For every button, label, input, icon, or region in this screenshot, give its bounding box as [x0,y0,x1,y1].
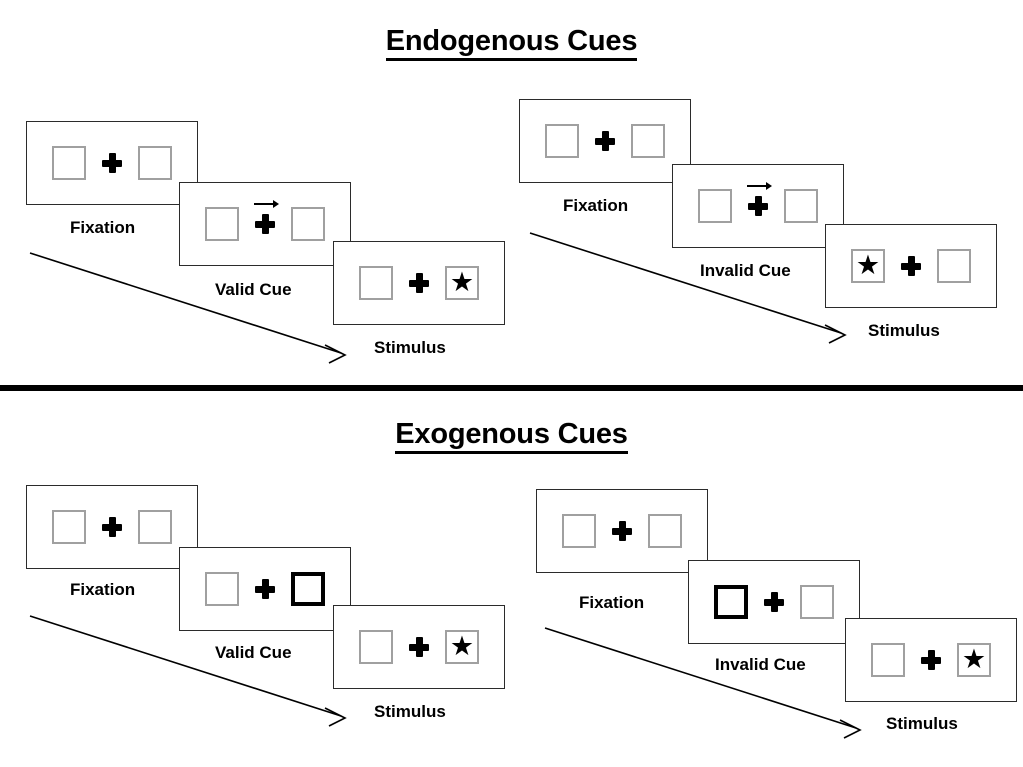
plus-fixation-icon [102,153,122,173]
caption-exogenous-invalid-stimulus: Stimulus [886,714,958,733]
stimulus-row [52,146,172,180]
arrow-right-icon [254,200,279,208]
caption-exogenous-valid-fixation: Fixation [70,580,136,599]
plus-fixation-icon [921,650,941,670]
plus-fixation-icon [901,256,921,276]
plus-fixation-icon [595,131,615,151]
placeholder-box-left [545,124,579,158]
stimulus-row [205,200,325,241]
section-title-endogenous-text: Endogenous Cues [385,25,637,61]
plus-fixation-icon [747,182,772,216]
plus-fixation-icon [764,592,784,612]
placeholder-box-right [800,585,834,619]
placeholder-box-left [562,514,596,548]
placeholder-box-right [937,249,971,283]
placeholder-box-left [52,146,86,180]
stimulus-row [714,585,834,619]
panel-exogenous-valid-cue [179,547,351,631]
caption-endogenous-invalid-cue: Invalid Cue [700,261,791,280]
placeholder-box-left [359,630,393,664]
stimulus-row: ★ [871,643,991,677]
plus-fixation-icon [612,521,632,541]
panel-endogenous-invalid-fixation [519,99,691,183]
placeholder-box-right [784,189,818,223]
star-icon: ★ [855,249,881,280]
section-divider [0,385,1023,391]
stimulus-row [545,124,665,158]
caption-exogenous-valid-cue: Valid Cue [215,643,292,662]
panel-exogenous-invalid-cue [688,560,860,644]
target-box-right: ★ [445,630,479,664]
plus-fixation-icon [409,637,429,657]
plus-fixation-icon [255,579,275,599]
stimulus-row [562,514,682,548]
placeholder-box-right [138,510,172,544]
placeholder-box-left [698,189,732,223]
caption-endogenous-invalid-stimulus: Stimulus [868,321,940,340]
panel-exogenous-valid-stimulus: ★ [333,605,505,689]
caption-endogenous-valid-fixation: Fixation [70,218,136,237]
panel-exogenous-invalid-fixation [536,489,708,573]
target-box-left: ★ [851,249,885,283]
star-icon: ★ [961,643,987,674]
stimulus-row [698,182,818,223]
caption-exogenous-valid-stimulus: Stimulus [374,702,446,721]
placeholder-box-right [138,146,172,180]
caption-endogenous-valid-stimulus: Stimulus [374,338,446,357]
stimulus-row [52,510,172,544]
caption-exogenous-invalid-cue: Invalid Cue [715,655,806,674]
stimulus-row: ★ [359,266,479,300]
target-box-right: ★ [957,643,991,677]
cued-box-right [291,572,325,606]
section-title-endogenous: Endogenous Cues [0,25,1023,61]
section-title-exogenous: Exogenous Cues [0,418,1023,454]
stimulus-row: ★ [851,249,971,283]
stimulus-row: ★ [359,630,479,664]
placeholder-box-right [648,514,682,548]
plus-fixation-icon [254,200,279,234]
target-box-right: ★ [445,266,479,300]
panel-exogenous-valid-fixation [26,485,198,569]
plus-fixation-icon [409,273,429,293]
caption-exogenous-invalid-fixation: Fixation [579,593,645,612]
arrow-right-icon [747,182,772,190]
star-icon: ★ [449,266,475,297]
panel-endogenous-valid-stimulus: ★ [333,241,505,325]
panel-endogenous-invalid-stimulus: ★ [825,224,997,308]
panel-exogenous-invalid-stimulus: ★ [845,618,1017,702]
placeholder-box-left [205,207,239,241]
panel-endogenous-valid-fixation [26,121,198,205]
placeholder-box-left [52,510,86,544]
caption-endogenous-invalid-fixation: Fixation [563,196,629,215]
placeholder-box-left [359,266,393,300]
placeholder-box-left [871,643,905,677]
panel-endogenous-valid-cue [179,182,351,266]
plus-fixation-icon [102,517,122,537]
caption-endogenous-valid-cue: Valid Cue [215,280,292,299]
placeholder-box-right [631,124,665,158]
star-icon: ★ [449,630,475,661]
section-title-exogenous-text: Exogenous Cues [395,418,628,454]
cued-box-left [714,585,748,619]
placeholder-box-right [291,207,325,241]
panel-endogenous-invalid-cue [672,164,844,248]
stimulus-row [205,572,325,606]
placeholder-box-left [205,572,239,606]
